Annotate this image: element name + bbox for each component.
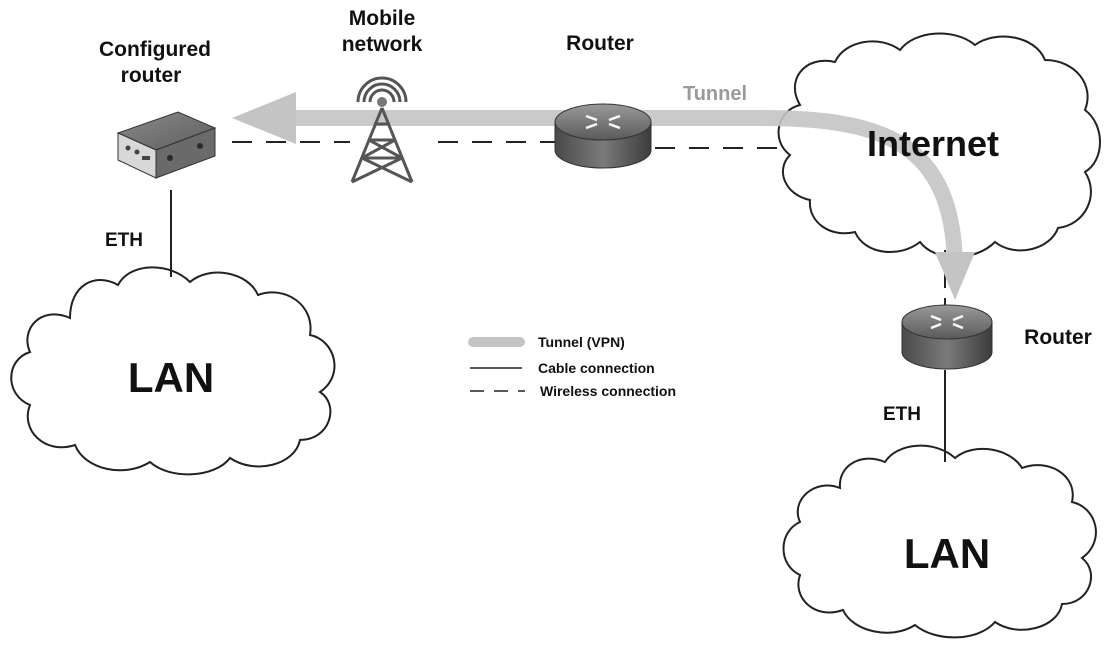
tunnel-label: Tunnel (683, 83, 747, 105)
router-top-label: Router (566, 32, 634, 55)
legend-cable-label: Cable connection (538, 360, 655, 376)
legend: Tunnel (VPN) Cable connection Wireless c… (468, 334, 676, 399)
configured-router-label-line2: router (121, 64, 182, 87)
mobile-network-label-line1: Mobile (349, 7, 416, 30)
configured-router-device (116, 111, 217, 179)
legend-wireless-label: Wireless connection (540, 383, 676, 399)
internet-label: Internet (867, 123, 999, 164)
cloud-lan-left (10, 266, 336, 476)
eth-left-label: ETH (105, 230, 143, 251)
lan-left-label: LAN (128, 354, 214, 401)
tunnel-path (232, 92, 975, 300)
lan-right-label: LAN (904, 530, 990, 577)
cloud-internet (777, 32, 1101, 258)
cell-tower-icon (350, 76, 414, 184)
router-icon-top (554, 103, 652, 169)
router-right-label: Router (1024, 326, 1092, 349)
eth-right-label: ETH (883, 404, 921, 425)
mobile-network-label-line2: network (342, 33, 423, 56)
legend-tunnel-label: Tunnel (VPN) (538, 334, 625, 350)
configured-router-label-line1: Configured (99, 38, 211, 61)
router-icon-right (901, 304, 993, 370)
cloud-lan-right (782, 444, 1097, 639)
